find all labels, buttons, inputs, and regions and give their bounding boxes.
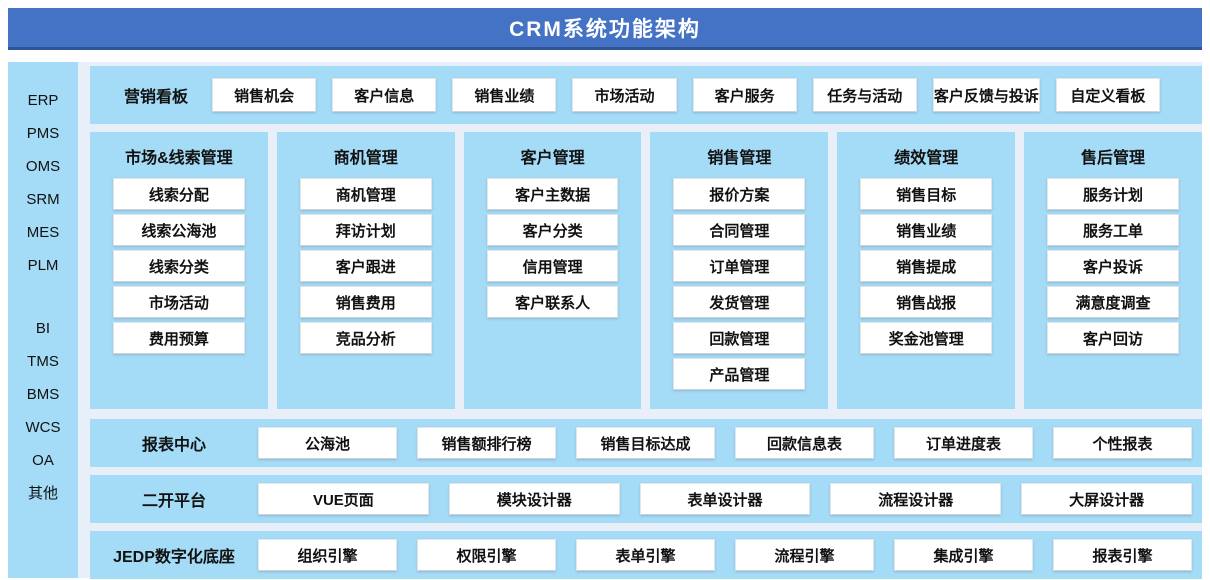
column-after-sales: 售后管理 服务计划 服务工单 客户投诉 满意度调查 客户回访 <box>1024 132 1202 409</box>
column-title: 客户管理 <box>520 150 585 167</box>
module-box: 销售目标 <box>860 178 993 210</box>
diagram-title-bar: CRM系统功能架构 <box>8 8 1202 50</box>
module-box: 流程设计器 <box>830 483 1002 515</box>
jedp-base-modules: 组织引擎 权限引擎 表单引擎 流程引擎 集成引擎 报表引擎 <box>258 539 1192 571</box>
jedp-base-row: JEDP数字化底座 组织引擎 权限引擎 表单引擎 流程引擎 集成引擎 报表引擎 <box>90 531 1202 579</box>
module-box: 表单引擎 <box>576 539 715 571</box>
module-box: 报表引擎 <box>1053 539 1192 571</box>
column-title: 市场&线索管理 <box>125 150 233 167</box>
module-box: 市场活动 <box>572 78 677 112</box>
management-columns: 市场&线索管理 线索分配 线索公海池 线索分类 市场活动 费用预算 商机管理 商… <box>90 132 1202 409</box>
external-systems-rail: ERP PMS OMS SRM MES PLM BI TMS BMS WCS O… <box>8 62 78 578</box>
column-sales: 销售管理 报价方案 合同管理 订单管理 发货管理 回款管理 产品管理 <box>650 132 829 409</box>
module-box: 满意度调查 <box>1047 286 1179 318</box>
external-system-tms: TMS <box>27 353 59 370</box>
module-box: 集成引擎 <box>894 539 1033 571</box>
module-box: 信用管理 <box>486 250 619 282</box>
module-box: 竞品分析 <box>299 322 432 354</box>
dev-platform-label: 二开平台 <box>141 493 206 510</box>
module-box: VUE页面 <box>258 483 429 515</box>
module-box: 模块设计器 <box>448 483 620 515</box>
module-box: 销售机会 <box>212 78 317 112</box>
column-opportunity: 商机管理 商机管理 拜访计划 客户跟进 销售费用 竞品分析 <box>276 132 455 409</box>
page-title: CRM系统功能架构 <box>509 17 701 41</box>
module-box: 奖金池管理 <box>860 322 993 354</box>
module-box: 客户联系人 <box>486 286 619 318</box>
module-box: 服务计划 <box>1047 178 1179 210</box>
module-box: 组织引擎 <box>258 539 397 571</box>
module-box: 销售提成 <box>860 250 993 282</box>
module-box: 合同管理 <box>673 214 806 246</box>
external-system-erp: ERP <box>27 92 59 109</box>
report-center-label: 报表中心 <box>141 437 206 454</box>
module-box: 流程引擎 <box>735 539 874 571</box>
report-center-row: 报表中心 公海池 销售额排行榜 销售目标达成 回款信息表 订单进度表 个性报表 <box>90 419 1202 467</box>
external-system-srm: SRM <box>26 191 60 208</box>
external-system-other: 其他 <box>27 485 58 502</box>
module-box: 线索分类 <box>113 250 245 282</box>
external-system-oa: OA <box>32 452 54 469</box>
external-system-bi: BI <box>35 320 51 337</box>
module-box: 权限引擎 <box>417 539 556 571</box>
module-box: 公海池 <box>258 427 397 459</box>
module-box: 客户信息 <box>332 78 437 112</box>
module-box: 拜访计划 <box>299 214 432 246</box>
module-box: 个性报表 <box>1053 427 1192 459</box>
external-system-pms: PMS <box>26 125 60 142</box>
module-box: 线索公海池 <box>113 214 245 246</box>
column-title: 商机管理 <box>333 150 398 167</box>
module-box: 大屏设计器 <box>1021 483 1192 515</box>
module-box: 销售业绩 <box>860 214 993 246</box>
module-box: 客户主数据 <box>486 178 619 210</box>
module-box: 客户服务 <box>692 78 797 112</box>
external-system-bms: BMS <box>26 386 60 403</box>
marketing-dashboard-modules: 销售机会 客户信息 销售业绩 市场活动 客户服务 任务与活动 客户反馈与投诉 自… <box>212 78 1160 112</box>
column-title: 售后管理 <box>1081 150 1146 167</box>
module-box: 报价方案 <box>673 178 806 210</box>
module-box: 销售费用 <box>299 286 432 318</box>
module-box: 客户分类 <box>486 214 619 246</box>
external-system-wcs: WCS <box>25 419 61 436</box>
module-box: 发货管理 <box>673 286 806 318</box>
module-box: 任务与活动 <box>812 78 917 112</box>
marketing-dashboard-row: 营销看板 销售机会 客户信息 销售业绩 市场活动 客户服务 任务与活动 客户反馈… <box>90 66 1202 124</box>
column-market-leads: 市场&线索管理 线索分配 线索公海池 线索分类 市场活动 费用预算 <box>90 132 268 409</box>
module-box: 商机管理 <box>299 178 432 210</box>
module-box: 订单管理 <box>673 250 806 282</box>
module-box: 产品管理 <box>673 358 806 390</box>
column-performance: 绩效管理 销售目标 销售业绩 销售提成 销售战报 奖金池管理 <box>837 132 1016 409</box>
report-center-modules: 公海池 销售额排行榜 销售目标达成 回款信息表 订单进度表 个性报表 <box>258 427 1192 459</box>
column-title: 绩效管理 <box>894 150 959 167</box>
module-box: 订单进度表 <box>894 427 1033 459</box>
module-box: 服务工单 <box>1047 214 1179 246</box>
module-box: 客户反馈与投诉 <box>932 78 1040 112</box>
module-box: 表单设计器 <box>639 483 811 515</box>
dev-platform-modules: VUE页面 模块设计器 表单设计器 流程设计器 大屏设计器 <box>258 483 1192 515</box>
module-box: 客户回访 <box>1047 322 1179 354</box>
module-box: 费用预算 <box>113 322 245 354</box>
module-box: 回款管理 <box>673 322 806 354</box>
module-box: 线索分配 <box>113 178 245 210</box>
diagram-main-area: 营销看板 销售机会 客户信息 销售业绩 市场活动 客户服务 任务与活动 客户反馈… <box>90 62 1202 579</box>
external-system-plm: PLM <box>27 257 59 274</box>
jedp-base-label: JEDP数字化底座 <box>113 549 235 566</box>
module-box: 销售业绩 <box>452 78 557 112</box>
module-box: 销售战报 <box>860 286 993 318</box>
column-title: 销售管理 <box>707 150 772 167</box>
module-box: 客户跟进 <box>299 250 432 282</box>
diagram-canvas: ERP PMS OMS SRM MES PLM BI TMS BMS WCS O… <box>8 62 1202 579</box>
dev-platform-row: 二开平台 VUE页面 模块设计器 表单设计器 流程设计器 大屏设计器 <box>90 475 1202 523</box>
module-box: 市场活动 <box>113 286 245 318</box>
external-system-mes: MES <box>26 224 60 241</box>
module-box: 自定义看板 <box>1055 78 1160 112</box>
module-box: 销售额排行榜 <box>417 427 556 459</box>
column-customer: 客户管理 客户主数据 客户分类 信用管理 客户联系人 <box>463 132 642 409</box>
marketing-dashboard-label: 营销看板 <box>123 89 188 106</box>
module-box: 客户投诉 <box>1047 250 1179 282</box>
module-box: 回款信息表 <box>735 427 874 459</box>
external-system-oms: OMS <box>25 158 61 175</box>
module-box: 销售目标达成 <box>576 427 715 459</box>
